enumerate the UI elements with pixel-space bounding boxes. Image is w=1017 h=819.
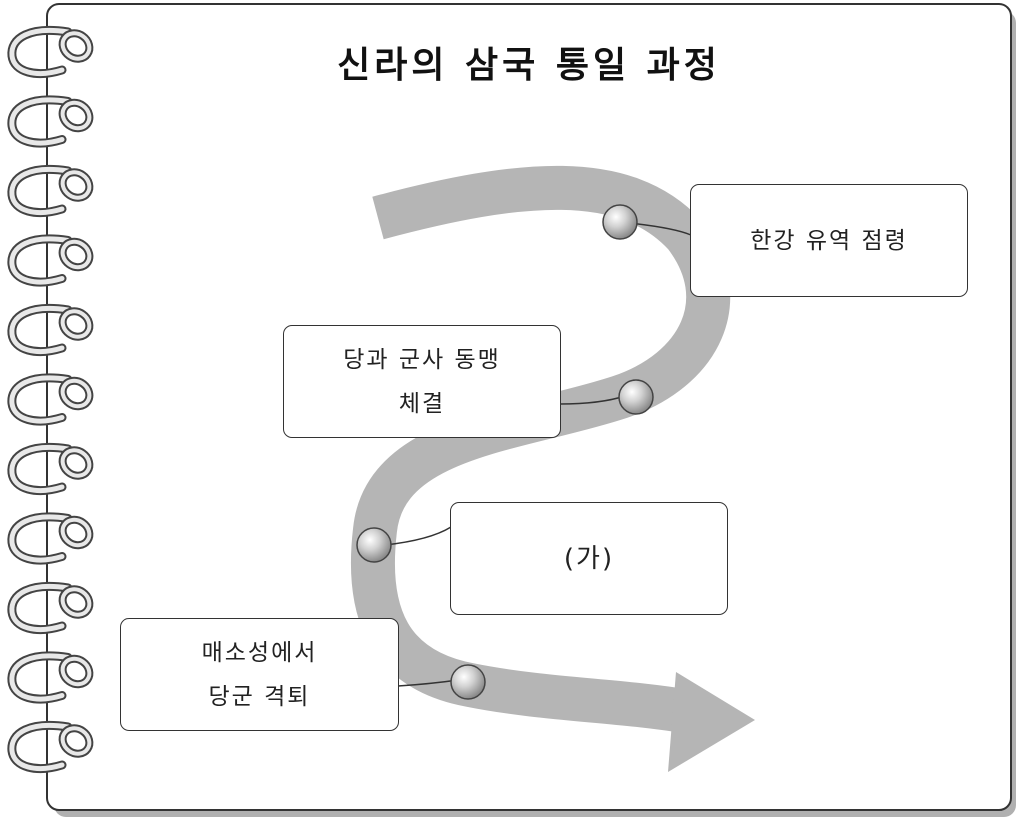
spiral-binding (7, 26, 94, 773)
spiral-ring (7, 512, 94, 565)
spiral-ring (7, 95, 94, 148)
event-marker-1 (602, 204, 638, 240)
diagram-title: 신라의 삼국 통일 과정 (337, 45, 721, 86)
event-marker-4 (450, 664, 486, 700)
event-label-4: 매소성에서 당군 격퇴 (201, 639, 318, 710)
spiral-ring (7, 165, 94, 217)
event-box-3: (가) (450, 502, 728, 615)
event-box-2: 당과 군사 동맹 체결 (283, 325, 561, 438)
event-marker-2 (618, 379, 654, 415)
spiral-ring (7, 721, 94, 773)
spiral-ring (7, 651, 94, 704)
event-label-3: (가) (563, 543, 615, 574)
connector-3 (384, 526, 452, 546)
spiral-ring (7, 234, 94, 287)
process-arrow-head (668, 672, 755, 772)
spiral-ring (7, 443, 94, 495)
spiral-ring (7, 26, 94, 78)
spiral-ring (7, 304, 94, 356)
spiral-ring (7, 373, 94, 426)
event-box-1: 한강 유역 점령 (690, 184, 968, 297)
event-label-2: 당과 군사 동맹 체결 (343, 346, 501, 417)
event-label-1: 한강 유역 점령 (750, 227, 908, 254)
event-marker-3 (356, 527, 392, 563)
event-box-4: 매소성에서 당군 격퇴 (120, 618, 399, 731)
spiral-ring (7, 582, 94, 634)
